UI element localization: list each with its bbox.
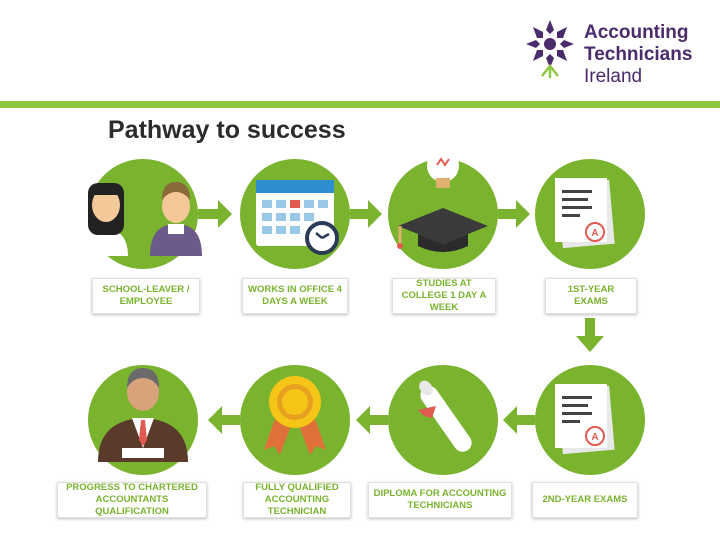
green-divider xyxy=(0,101,720,108)
page-title: Pathway to success xyxy=(108,116,346,144)
arrow-left-icon xyxy=(208,406,240,434)
logo-line-2: Technicians xyxy=(584,44,693,65)
accounting-technicians-ireland-logo: Accounting Technicians Ireland xyxy=(520,18,710,88)
businessman-icon xyxy=(98,368,188,462)
arrow-right-icon xyxy=(498,200,530,228)
arrow-right-icon xyxy=(198,200,232,228)
graduation-cap-icon xyxy=(397,150,488,252)
arrow-right-icon xyxy=(350,200,382,228)
svg-text:A: A xyxy=(591,228,598,239)
logo-line-3: Ireland xyxy=(584,66,643,87)
pathway-diagram: A A xyxy=(72,150,645,475)
svg-text:A: A xyxy=(591,432,598,443)
exam-paper-icon: A xyxy=(555,178,615,249)
step-label-8: PROGRESS TO CHARTERED ACCOUNTANTS QUALIF… xyxy=(57,482,207,518)
step-label-3: STUDIES AT COLLEGE 1 DAY A WEEK xyxy=(392,278,496,314)
arrow-down-icon xyxy=(576,318,604,352)
diploma-icon xyxy=(418,380,472,452)
step-label-7: FULLY QUALIFIED ACCOUNTING TECHNICIAN xyxy=(243,482,351,518)
exam-paper-icon: A xyxy=(555,384,615,455)
step-label-4: 1ST-YEAR EXAMS xyxy=(545,278,637,314)
arrow-left-icon xyxy=(503,406,535,434)
award-rosette-icon xyxy=(264,376,326,455)
celtic-knot-icon xyxy=(526,20,574,78)
arrow-left-icon xyxy=(356,406,388,434)
step-label-1: SCHOOL-LEAVER / EMPLOYEE xyxy=(92,278,200,314)
step-label-5: 2ND-YEAR EXAMS xyxy=(532,482,638,518)
step-label-2: WORKS IN OFFICE 4 DAYS A WEEK xyxy=(242,278,348,314)
step-label-6: DIPLOMA FOR ACCOUNTING TECHNICIANS xyxy=(368,482,512,518)
calendar-icon xyxy=(256,180,339,255)
logo-line-1: Accounting xyxy=(584,22,689,43)
logo-wordmark: Accounting Technicians Ireland xyxy=(584,22,692,88)
people-icon xyxy=(72,182,202,256)
